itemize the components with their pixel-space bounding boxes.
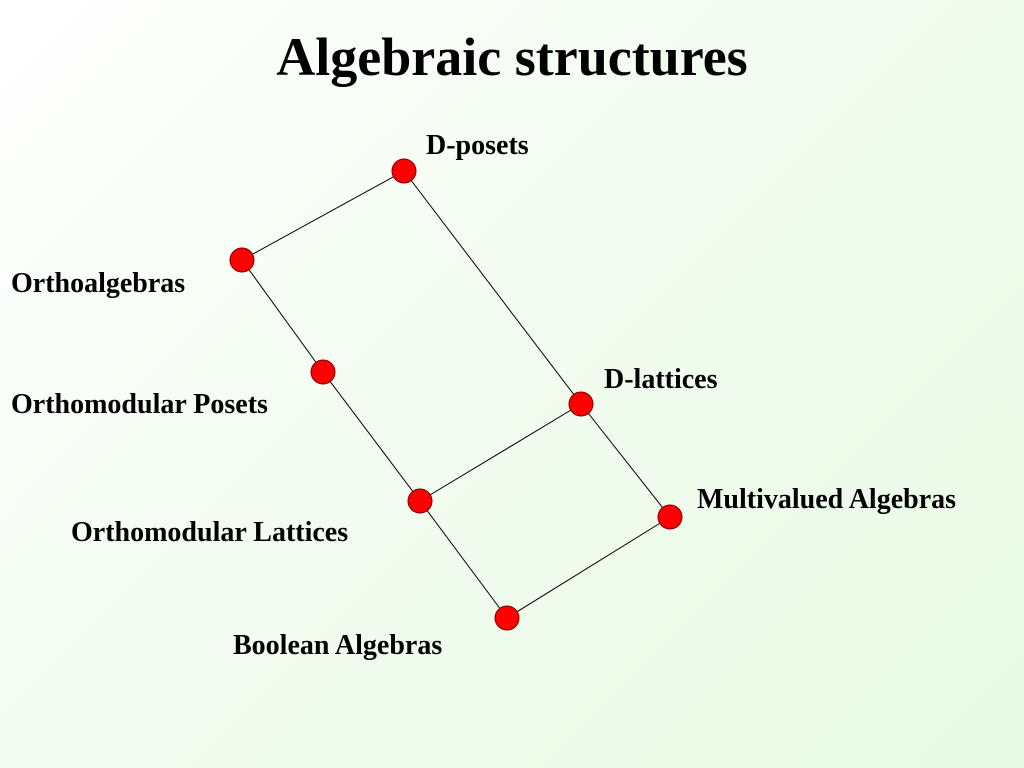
slide-title: Algebraic structures <box>276 27 748 87</box>
edge-multivalued-algebras-boolean-algebras <box>506 516 671 619</box>
node-orthomodular-lattices <box>407 488 433 514</box>
edge-orthomodular-lattices-boolean-algebras <box>419 500 508 619</box>
edge-d-posets-orthoalgebras <box>241 170 405 261</box>
edge-orthomodular-posets-orthomodular-lattices <box>322 371 421 502</box>
node-d-posets <box>391 158 417 184</box>
node-boolean-algebras <box>494 605 520 631</box>
edge-orthoalgebras-orthomodular-posets <box>241 259 324 373</box>
label-orthomodular-posets: Orthomodular Posets <box>11 389 268 420</box>
edge-d-posets-d-lattices <box>403 170 582 405</box>
label-d-lattices: D-lattices <box>604 364 718 395</box>
diagram-edges <box>241 170 671 619</box>
node-d-lattices <box>568 391 594 417</box>
label-multivalued-algebras: Multivalued Algebras <box>697 484 957 515</box>
label-orthomodular-lattices: Orthomodular Lattices <box>71 517 349 548</box>
diagram-nodes <box>229 158 683 631</box>
edge-d-lattices-multivalued-algebras <box>580 403 671 518</box>
label-boolean-algebras: Boolean Algebras <box>233 630 443 661</box>
node-orthoalgebras <box>229 247 255 273</box>
node-orthomodular-posets <box>310 359 336 385</box>
edge-d-lattices-orthomodular-lattices <box>419 403 582 502</box>
label-orthoalgebras: Orthoalgebras <box>11 268 186 299</box>
node-multivalued-algebras <box>657 504 683 530</box>
label-d-posets: D-posets <box>426 130 529 161</box>
